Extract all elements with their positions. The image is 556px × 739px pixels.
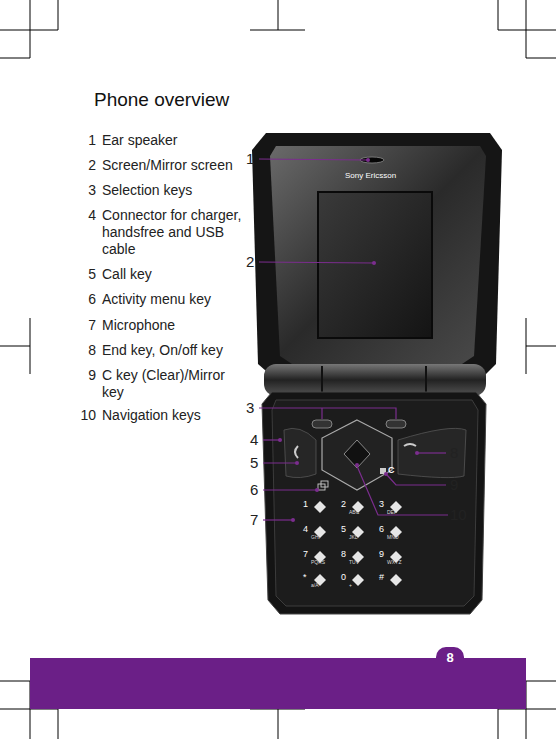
key-digit: 3: [379, 499, 384, 510]
callout-number: 9: [450, 476, 458, 493]
callout-number: 1: [246, 150, 254, 167]
leader-dots: [278, 158, 419, 522]
key-letters: MNO: [387, 534, 399, 541]
list-text: Screen/Mirror screen: [102, 157, 252, 174]
key-digit: 4: [303, 524, 308, 535]
key-digit: 6: [379, 524, 384, 535]
list-number: 7: [68, 317, 96, 334]
key-digit: #: [379, 572, 384, 583]
key-letters: TUV: [349, 559, 359, 566]
key-letters: GHI: [311, 534, 320, 541]
callout-number: 4: [250, 431, 258, 448]
list-text: Connector for charger, handsfree and USB…: [102, 207, 252, 258]
keypad-housing: [262, 392, 486, 614]
call-key: [284, 428, 316, 477]
list-text: Selection keys: [102, 182, 252, 199]
callout-number: 10: [450, 506, 467, 523]
brand-logo: Sony Ericsson: [345, 171, 396, 181]
key-digit: *: [303, 572, 307, 583]
page-title: Phone overview: [94, 89, 229, 111]
key-digit: 2: [341, 499, 346, 510]
hinge: [264, 364, 486, 396]
list-number: 6: [68, 291, 96, 308]
callout-number: 3: [246, 399, 254, 416]
key-letters: PQRS: [311, 559, 325, 566]
selection-key: [312, 420, 332, 428]
list-text: Call key: [102, 266, 252, 283]
key-digit: 9: [379, 549, 384, 560]
callout-number: 8: [450, 444, 458, 461]
key-digit: 7: [303, 549, 308, 560]
navigation-center: [344, 440, 370, 468]
list-number: 10: [68, 407, 96, 424]
key-symbol: C: [388, 465, 395, 476]
selection-key: [386, 420, 406, 428]
page-number-tab: 8: [436, 647, 464, 671]
key-digit: 0: [341, 572, 346, 583]
list-number: 5: [68, 266, 96, 283]
key-digit: 8: [341, 549, 346, 560]
callout-number: 5: [250, 454, 258, 471]
key-letters: JKL: [349, 534, 358, 541]
list-number: 1: [68, 132, 96, 149]
key-letters: DEF: [387, 509, 397, 516]
callout-number: 7: [250, 511, 258, 528]
list-text: Ear speaker: [102, 132, 252, 149]
key-digit: 5: [341, 524, 346, 535]
callout-number: 6: [250, 481, 258, 498]
key-digit: 1: [303, 499, 308, 510]
key-diamonds: [314, 501, 402, 586]
key-letters: a/A: [311, 582, 319, 589]
end-key: [398, 428, 466, 477]
list-number: 8: [68, 342, 96, 359]
list-number: 2: [68, 157, 96, 174]
screen: [318, 192, 432, 338]
list-number: 3: [68, 182, 96, 199]
list-number: 4: [68, 207, 96, 224]
leader-lines: [259, 159, 448, 520]
list-text: Activity menu key: [102, 291, 252, 308]
key-letters: WXYZ: [387, 559, 401, 566]
key-letters: +: [349, 582, 352, 589]
list-text: End key, On/off key: [102, 342, 252, 359]
list-text: Navigation keys: [102, 407, 252, 424]
lid-housing: [252, 133, 502, 378]
callout-number: 2: [246, 253, 254, 270]
list-text: C key (Clear)/Mirror key: [102, 367, 242, 401]
key-letters: ABC: [349, 509, 359, 516]
page-number: 8: [446, 650, 454, 665]
list-number: 9: [68, 367, 96, 384]
navigation-keys: [322, 420, 392, 490]
lid-face: [270, 146, 486, 364]
list-text: Microphone: [102, 317, 252, 334]
